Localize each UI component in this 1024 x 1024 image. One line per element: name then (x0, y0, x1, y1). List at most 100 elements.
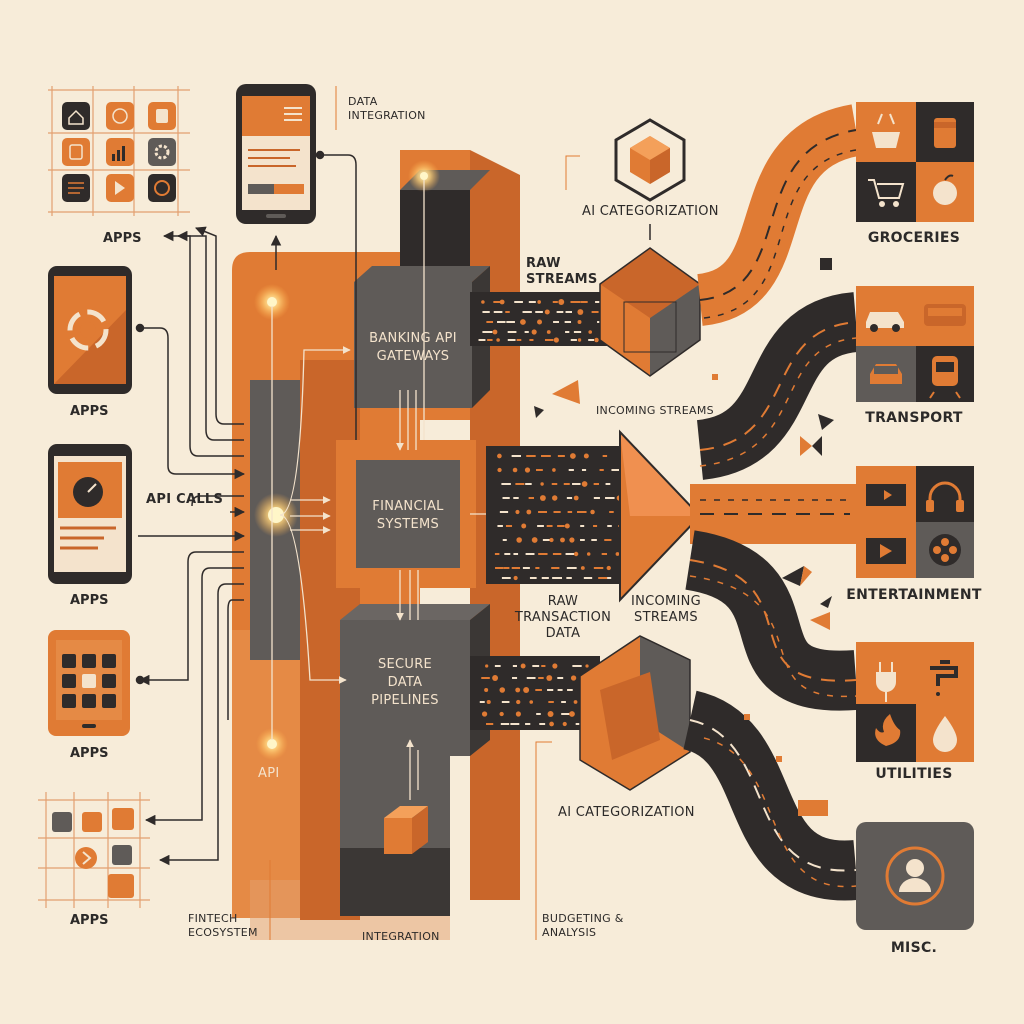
stream-dot (513, 575, 518, 581)
stream-dot (520, 319, 526, 325)
plug-icon (876, 662, 896, 702)
stream-dot (577, 511, 587, 513)
stream-dot (570, 339, 577, 341)
stream-dot (515, 711, 521, 717)
stream-dot (493, 311, 503, 313)
stream-dot (505, 311, 510, 313)
stream-dot (516, 339, 522, 341)
label-incoming-streams-top: INCOMING STREAMS (596, 404, 714, 417)
stream-dot (552, 663, 558, 669)
stream-dot (593, 497, 600, 499)
user-icon (885, 846, 945, 906)
label-integration: INTEGRATION (362, 930, 440, 943)
stream-dot (492, 329, 498, 335)
stream-dot (585, 664, 589, 668)
stream-dot (598, 577, 608, 579)
stream-dot (522, 567, 530, 569)
stream-dot (593, 483, 599, 485)
stream-dot (539, 723, 546, 725)
stream-dot (499, 511, 509, 513)
stream-dot (536, 713, 541, 715)
stream-dot (552, 495, 558, 501)
stream-dot (502, 539, 507, 541)
car-icon (866, 312, 904, 332)
stream-dot (499, 299, 505, 305)
tiles-transport (856, 286, 974, 402)
stream-dot (581, 481, 588, 487)
stream-dot (567, 689, 573, 691)
stream-dot (552, 577, 562, 579)
stream-dot (502, 497, 510, 499)
apple-icon (933, 174, 957, 205)
stream-dot (486, 699, 491, 705)
stream-dot (577, 309, 584, 315)
apps-label-4: APPS (70, 746, 108, 761)
bus-icon (924, 304, 966, 326)
stream-dot (541, 665, 546, 667)
stream-dot (496, 338, 500, 342)
stream-dot (565, 331, 570, 333)
stream-dot (526, 455, 536, 457)
stream-dot (572, 483, 581, 485)
stream-dot (484, 687, 489, 693)
headphones-icon (926, 481, 964, 512)
stream-dot (539, 495, 546, 501)
basket-icon (872, 113, 900, 148)
stream-dot (515, 509, 520, 515)
stream-dot (542, 539, 551, 541)
stream-dot (595, 301, 601, 303)
faucet-icon (930, 660, 958, 696)
jar-icon (934, 118, 956, 148)
stream-dot (487, 339, 493, 341)
stream-dot (482, 311, 490, 313)
tower-lines (271, 180, 651, 800)
drop-icon (933, 716, 957, 752)
stream-dot (532, 665, 540, 667)
stream-dot (535, 567, 540, 569)
label-fintech-ecosystem: FINTECH ECOSYSTEM (188, 912, 258, 939)
label-api: API (258, 766, 280, 781)
stream-dot (544, 309, 550, 315)
stream-dot (570, 301, 581, 303)
tablet-app-grid (48, 630, 130, 736)
stream-dot (497, 525, 503, 527)
stream-dot (538, 553, 548, 555)
category-groceries: GROCERIES (867, 230, 961, 246)
flame-icon (875, 714, 901, 746)
stream-dot (537, 300, 541, 304)
train-icon (929, 356, 961, 399)
stream-dot (605, 483, 611, 485)
stream-dot (563, 483, 570, 485)
label-budgeting-analysis: BUDGETING & ANALYSIS (542, 912, 624, 939)
stream-dot (497, 321, 506, 323)
stream-dot (611, 469, 620, 471)
stream-dot (551, 483, 558, 485)
stream-dot (586, 552, 591, 556)
stream-dot (553, 337, 559, 343)
stream-dot (516, 537, 522, 543)
phone-orange-logo (48, 266, 132, 394)
apps-label-1: APPS (103, 231, 141, 246)
stream-dot (577, 338, 582, 342)
tiles-utilities (856, 642, 974, 762)
phone-dashboard (48, 444, 132, 584)
stream-dot (512, 665, 517, 667)
label-raw-transaction-data: RAW TRANSACTION DATA (514, 594, 612, 641)
stream-dot (580, 525, 585, 527)
apps-label-5: APPS (70, 913, 108, 928)
stream-dot (485, 664, 489, 668)
stream-dot (486, 321, 494, 323)
stream-dot (529, 577, 537, 579)
stream-dot (609, 511, 614, 513)
stream-dot (506, 321, 515, 323)
stream-dot (581, 469, 587, 471)
label-incoming-streams-mid: INCOMING STREAMS (630, 594, 702, 625)
stream-dot (561, 713, 570, 715)
stream-dot (516, 699, 521, 705)
stream-dot (494, 665, 501, 667)
stream-dot (478, 339, 486, 341)
stream-dot (523, 687, 530, 693)
stream-dot (569, 711, 575, 717)
stream-dot (547, 689, 554, 691)
